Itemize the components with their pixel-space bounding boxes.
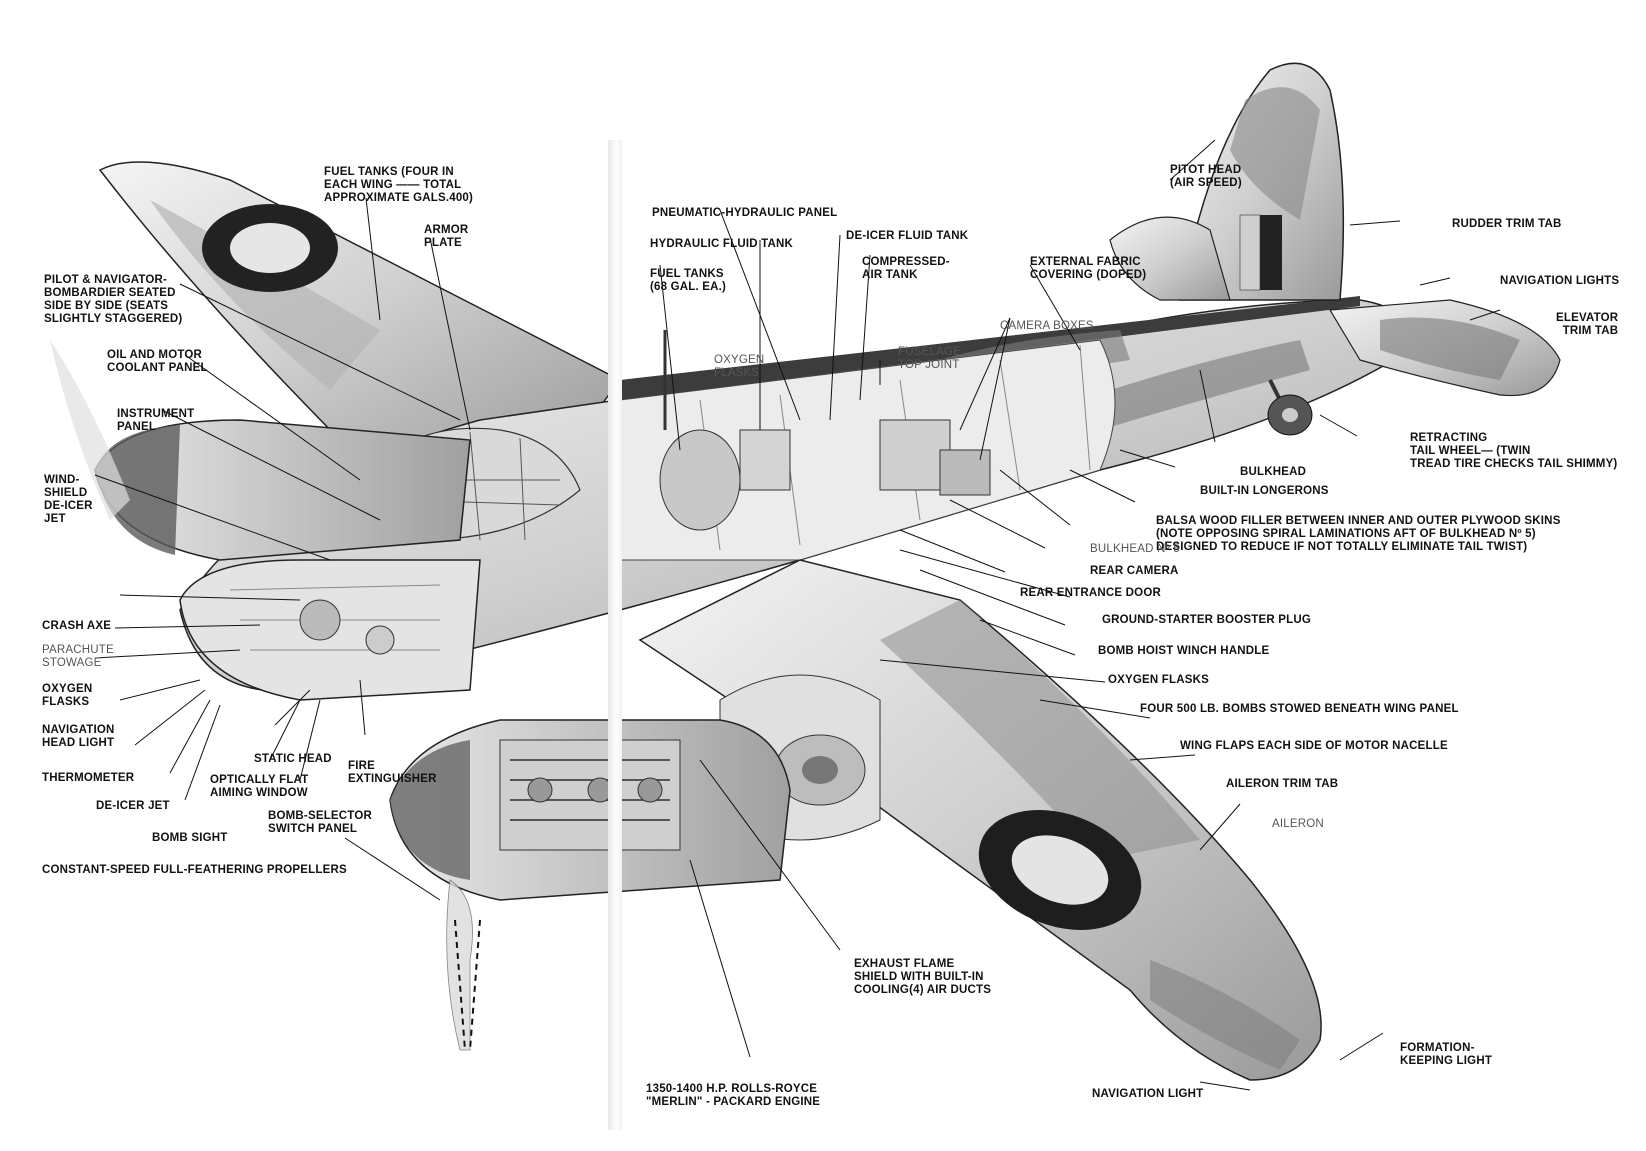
label-elevator-trim-tab: ELEVATOR TRIM TAB [1556,312,1619,337]
label-oxygen-flasks-mid: OXYGEN FLASKS [714,354,765,379]
label-rear-entrance-door: REAR ENTRANCE DOOR [1020,587,1161,599]
label-pilot-navigator: PILOT & NAVIGATOR- BOMBARDIER SEATED SID… [44,274,183,325]
roundel-lower-wing [978,810,1142,930]
label-four-500lb-bombs: FOUR 500 LB. BOMBS STOWED BENEATH WING P… [1140,703,1459,715]
label-balsa-wood-filler: BALSA WOOD FILLER BETWEEN INNER AND OUTE… [1156,515,1561,553]
label-navigation-lights: NAVIGATION LIGHTS [1500,275,1620,287]
label-formation-keeping-light: FORMATION- KEEPING LIGHT [1400,1042,1493,1067]
leader-lines [94,139,1501,1091]
label-merlin-engine: 1350-1400 H.P. ROLLS-ROYCE "MERLIN" - PA… [646,1083,821,1108]
label-navigation-head-light: NAVIGATION HEAD LIGHT [42,724,115,749]
label-navigation-light: NAVIGATION LIGHT [1092,1088,1204,1100]
label-optically-flat-window: OPTICALLY FLAT AIMING WINDOW [210,774,309,799]
label-aileron-trim-tab: AILERON TRIM TAB [1226,778,1339,790]
label-external-fabric: EXTERNAL FABRIC COVERING (DOPED) [1030,256,1147,281]
label-hydraulic-fluid-tank: HYDRAULIC FLUID TANK [650,238,794,250]
label-windshield-deicer: WIND- SHIELD DE-ICER JET [44,474,93,525]
label-oil-motor-coolant: OIL AND MOTOR COOLANT PANEL [107,349,208,374]
label-static-head: STATIC HEAD [254,753,332,765]
label-oxygen-flasks-right: OXYGEN FLASKS [1108,674,1210,686]
label-compressed-air-tank: COMPRESSED- AIR TANK [862,256,950,281]
propeller [50,340,481,1051]
label-bomb-selector-panel: BOMB-SELECTOR SWITCH PANEL [268,810,372,835]
label-oxygen-flasks-left: OXYGEN FLASKS [42,683,93,708]
label-bomb-sight: BOMB SIGHT [152,832,228,844]
label-bulkhead-5: BULKHEAD Nº 5 [1090,543,1180,555]
label-crash-axe: CRASH AXE [42,620,112,632]
label-exhaust-flame-shield: EXHAUST FLAME SHIELD WITH BUILT-IN COOLI… [854,958,992,996]
merlin-engine [499,739,681,851]
label-fuselage-top-joint: FUSELAGE TOP JOINT [898,346,961,371]
page-gutter [608,140,622,1130]
label-fuel-tanks-fuselage: FUEL TANKS (68 GAL. EA.) [650,268,727,293]
label-aileron: AILERON [1272,818,1324,830]
label-wing-flaps: WING FLAPS EACH SIDE OF MOTOR NACELLE [1180,740,1448,752]
label-thermometer: THERMOMETER [42,772,135,784]
label-fuel-tanks-wing: FUEL TANKS (FOUR IN EACH WING —— TOTAL A… [324,166,474,204]
label-parachute-stowage: PARACHUTE STOWAGE [42,644,114,669]
label-instrument-panel: INSTRUMENT PANEL [117,408,195,433]
label-propellers: CONSTANT-SPEED FULL-FEATHERING PROPELLER… [42,864,347,876]
roundel-upper-wing [202,204,338,292]
label-de-icer-jet: DE-ICER JET [96,800,170,812]
tail-wheel [1267,379,1313,436]
label-built-in-longerons: BUILT-IN LONGERONS [1200,485,1329,497]
tailplane-far [1109,216,1231,301]
label-rudder-trim-tab: RUDDER TRIM TAB [1452,218,1562,230]
label-pitot-head: PITOT HEAD (AIR SPEED) [1170,164,1242,189]
label-ground-starter-plug: GROUND-STARTER BOOSTER PLUG [1102,614,1311,626]
label-pneumatic-hydraulic-panel: PNEUMATIC-HYDRAULIC PANEL [652,207,838,219]
label-bomb-hoist-winch: BOMB HOIST WINCH HANDLE [1098,645,1270,657]
label-de-icer-fluid-tank: DE-ICER FLUID TANK [846,230,969,242]
label-retracting-tail-wheel: RETRACTING TAIL WHEEL— (TWIN TREAD TIRE … [1410,432,1618,470]
label-bulkhead: BULKHEAD [1240,466,1307,478]
label-rear-camera: REAR CAMERA [1090,565,1179,577]
label-camera-boxes: CAMERA BOXES [1000,320,1094,332]
label-armor-plate: ARMOR PLATE [424,224,469,249]
label-fire-extinguisher: FIRE EXTINGUISHER [348,760,437,785]
